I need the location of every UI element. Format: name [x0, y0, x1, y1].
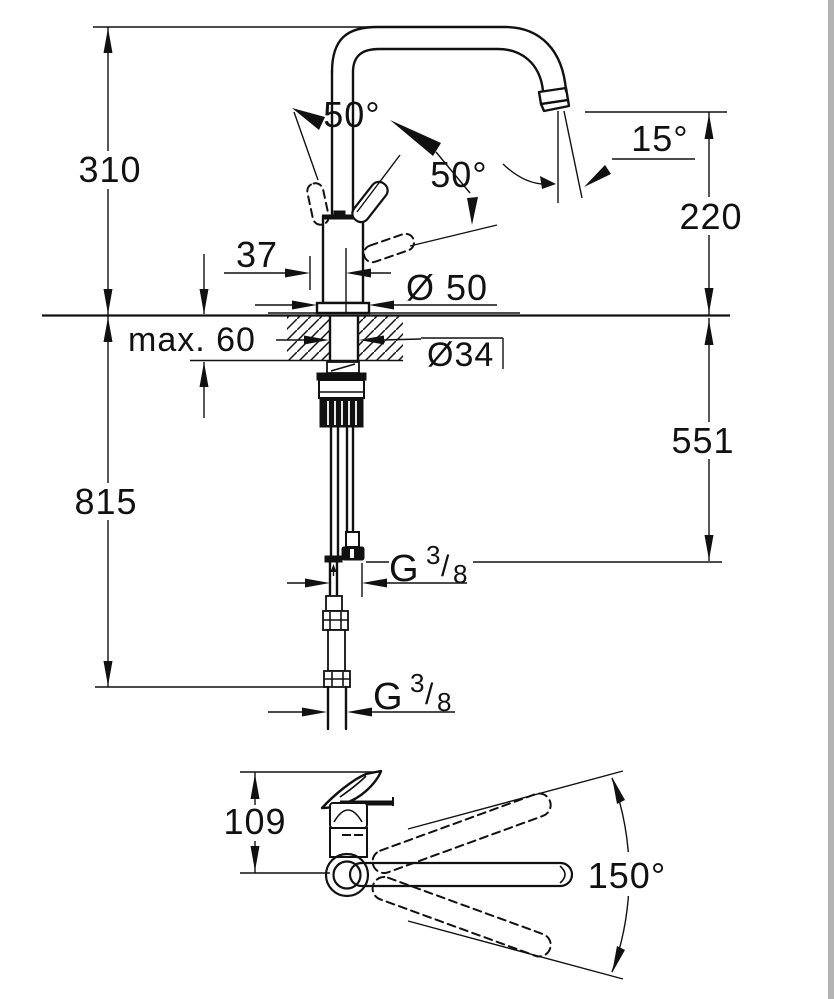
spout-dashed-up [371, 792, 552, 874]
base-skirt [315, 301, 371, 315]
thread-lower-numerator: 3 [410, 668, 424, 698]
dim-angle50-lift-label: 50° [430, 154, 487, 195]
dim-220-label: 220 [679, 196, 742, 237]
dim-109: 109 [221, 771, 380, 874]
dim-815: 815 [73, 316, 327, 688]
dim-angle50-swing: 50° [292, 94, 471, 194]
thread-lower-slash: / [425, 678, 434, 711]
dim-max60: max. 60 [128, 254, 329, 418]
dim-dia34: Ø34 [359, 335, 504, 374]
below-counter-assembly [316, 314, 367, 731]
dim-max60-label: max. 60 [128, 321, 256, 359]
dim-109-label: 109 [223, 801, 286, 842]
dim-dia50: Ø 50 [255, 267, 497, 310]
thread-lower-denominator: 8 [437, 687, 451, 717]
aerator-tip [539, 98, 571, 113]
front-view: 310 815 37 Ø 50 [42, 25, 745, 731]
flow-direction-arrow [330, 564, 337, 572]
scan-edge-strip [828, 0, 834, 999]
faucet-body [315, 210, 371, 315]
lever-positions [306, 180, 416, 264]
dim-815-label: 815 [74, 481, 137, 522]
dim-37: 37 [224, 234, 391, 290]
dim-dia34-label: Ø34 [427, 336, 494, 374]
check-valve-chain [322, 560, 351, 731]
dim-551: 551 [366, 318, 736, 563]
top-view: 109 150° [221, 769, 672, 980]
dim-thread-lower: G 3 / 8 [268, 668, 455, 718]
dim-310-label: 310 [78, 149, 141, 190]
dim-thread-upper: G 3 / 8 [287, 540, 467, 597]
thread-upper-denominator: 8 [453, 559, 467, 589]
thread-lower-letter: G [373, 676, 403, 718]
faucet-spout [330, 25, 571, 219]
dim-551-label: 551 [671, 420, 734, 461]
spout-swivel-positions [371, 792, 552, 958]
hose-collar [324, 555, 343, 563]
valve-body [327, 629, 346, 672]
dim-angle15-label: 15° [631, 118, 688, 159]
spout-dashed-down [371, 876, 552, 958]
dim-dia50-label: Ø 50 [406, 267, 488, 308]
hose-end-fitting [345, 531, 360, 548]
dim-angle150-label: 150° [588, 855, 666, 896]
lever-pivot [333, 210, 346, 219]
dim-220: 220 [585, 111, 745, 315]
lever-dashed-left [306, 182, 330, 226]
dim-angle50-lift: 50° [356, 154, 498, 247]
mounting-washer [318, 379, 365, 399]
dim-37-label: 37 [236, 234, 278, 275]
swivel-base-inner [332, 860, 362, 890]
spout-solid-position [348, 861, 574, 888]
dim-angle150: 150° [407, 770, 672, 980]
thread-upper-letter: G [389, 548, 419, 590]
dim-310: 310 [78, 26, 380, 315]
swivel-base-outer [324, 852, 370, 898]
thread-upper-numerator: 3 [426, 540, 440, 570]
dim-angle50-swing-label: 50° [323, 94, 380, 135]
supply-hoses [324, 425, 365, 563]
lever-solid [351, 180, 389, 224]
top-view-handle [320, 769, 394, 858]
handle-neck [329, 827, 368, 858]
flange-top [316, 372, 367, 381]
thread-upper-slash: / [441, 550, 450, 583]
dim-angle15: 15° [502, 110, 695, 203]
lever-dashed-open [362, 232, 416, 264]
